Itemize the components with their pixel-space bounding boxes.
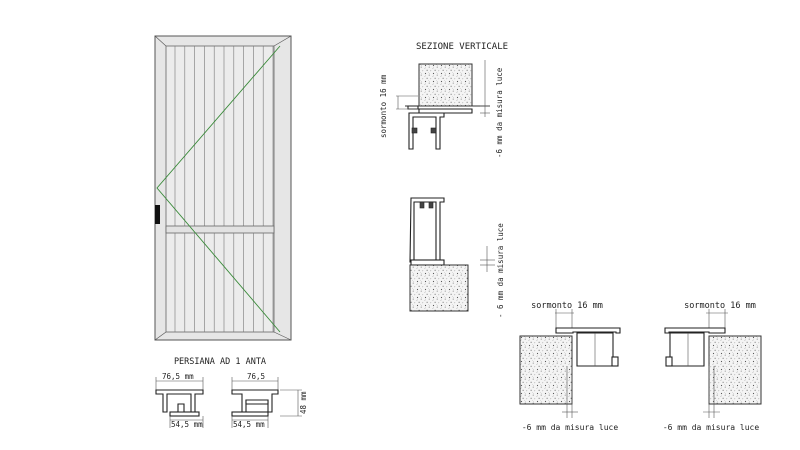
profile-left-outer-dim: 76,5 mm [162,372,194,381]
horizontal-section-right: sormonto 16 mm -6 mm da misura luce [663,301,762,432]
vertical-section-top: sormonto 16 mm -6 mm da misura luce [379,60,504,158]
hsection-left-clearance-label: -6 mm da misura luce [522,423,619,432]
section-bottom-clearance-label: - 6 mm da misura luce [496,223,505,318]
sill-concrete [409,264,469,312]
profile-height-dim: 48 mm [299,391,308,414]
section-top-clearance-label: -6 mm da misura luce [495,67,504,158]
hsection-right-overlap-label: sormonto 16 mm [684,301,756,311]
hsection-left-overlap-label: sormonto 16 mm [531,301,603,311]
section-top-overlap-label: sormonto 16 mm [379,74,388,138]
jamb-right-concrete [708,335,762,405]
opening-direction-lines [156,45,281,333]
shutter-middle-rail [165,225,275,234]
hsection-right-clearance-label: -6 mm da misura luce [663,423,760,432]
shutter-title: PERSIANA AD 1 ANTA [174,357,266,367]
jamb-left-concrete [519,335,573,405]
shutter-slats-bottom [174,233,274,332]
profile-left-inner-dim: 54,5 mm [171,420,203,429]
shutter-inner-frame [165,45,275,333]
shutter-elevation [154,35,292,341]
profile-left: 76,5 mm 54,5 mm [155,372,204,429]
profile-right: 76,5 54,5 mm 48 mm [231,372,308,429]
section-title: SEZIONE VERTICALE [416,42,508,52]
profile-right-outer-dim: 76,5 [247,372,265,381]
lintel-concrete [418,63,473,107]
vertical-section-bottom: - 6 mm da misura luce [409,197,505,318]
shutter-slats-top [174,46,274,226]
door-handle [155,205,160,224]
horizontal-section-left: sormonto 16 mm -6 mm da misura luce [519,301,621,432]
profile-right-inner-dim: 54,5 mm [233,420,265,429]
